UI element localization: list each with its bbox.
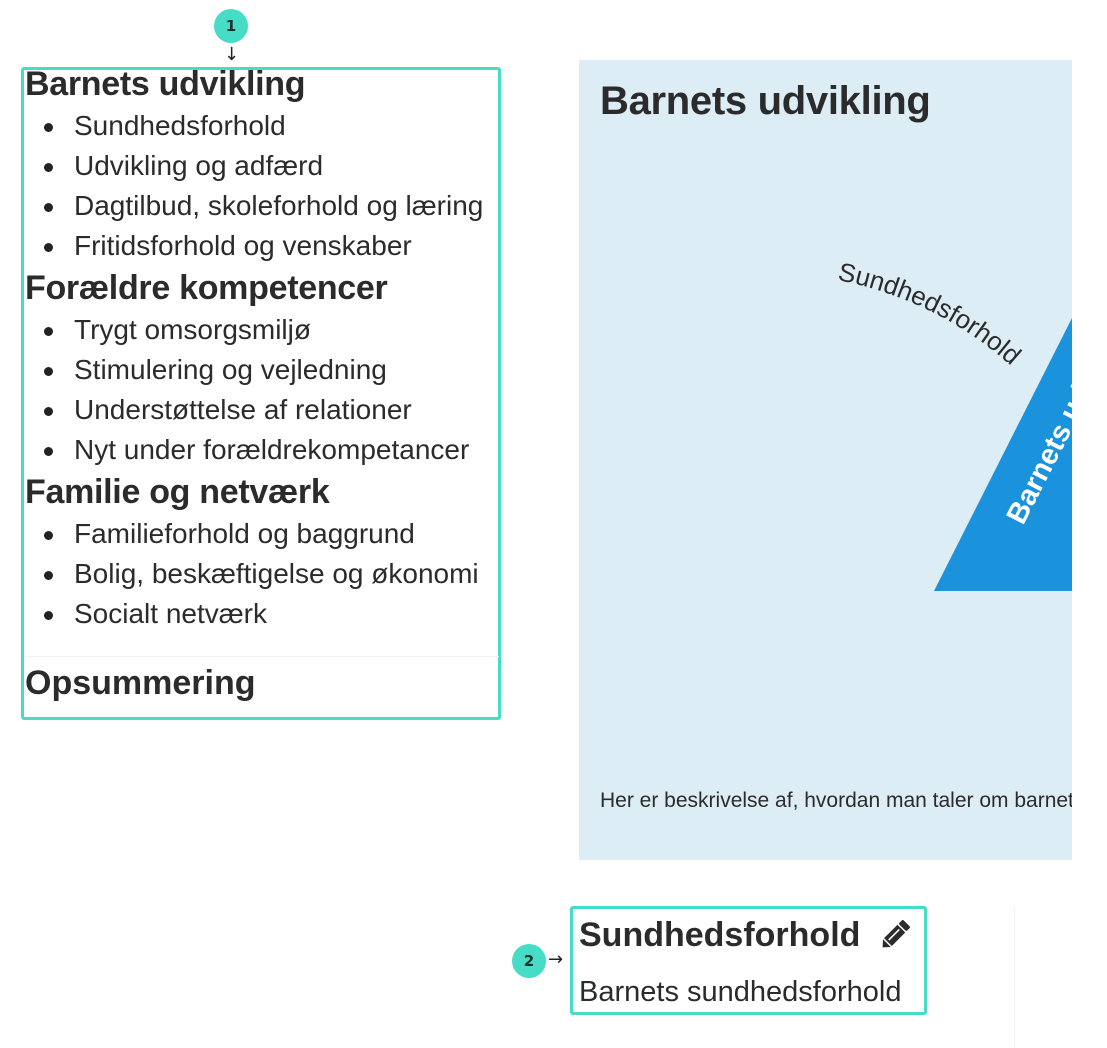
nav-summary-heading[interactable]: Opsummering: [25, 664, 256, 702]
diagram-triangle-segment[interactable]: [934, 318, 1072, 591]
nav-item[interactable]: Udvikling og adfærd: [25, 146, 497, 186]
nav-section-heading[interactable]: Forældre kompetencer: [25, 269, 388, 307]
diagram-panel: Barnets udvikling Sundhedsforhold Barnet…: [579, 60, 1072, 860]
callout-badge-2: 2: [512, 944, 546, 978]
nav-item[interactable]: Bolig, beskæftigelse og økonomi: [25, 554, 497, 594]
diagram-outer-label[interactable]: Sundhedsforhold: [836, 256, 1027, 370]
nav-item[interactable]: Sundhedsforhold: [25, 106, 497, 146]
nav-item[interactable]: Understøttelse af relationer: [25, 390, 497, 430]
nav-item[interactable]: Socialt netværk: [25, 594, 497, 634]
nav-item[interactable]: Dagtilbud, skoleforhold og læring: [25, 186, 497, 226]
nav-divider: [25, 656, 499, 657]
edit-button[interactable]: [875, 915, 915, 955]
detail-header: Sundhedsforhold: [579, 912, 919, 958]
nav-item[interactable]: Fritidsforhold og venskaber: [25, 226, 497, 266]
detail-title: Sundhedsforhold: [579, 916, 861, 954]
pencil-icon: [882, 920, 910, 948]
highlight-box-navigation: [21, 67, 501, 720]
nav-section-heading[interactable]: Familie og netværk: [25, 473, 330, 511]
callout-arrow-down: ↓: [224, 44, 240, 65]
nav-item[interactable]: Nyt under forældrekompetancer: [25, 430, 497, 470]
nav-item[interactable]: Familieforhold og baggrund: [25, 514, 497, 554]
nav-item[interactable]: Trygt omsorgsmiljø: [25, 310, 497, 350]
detail-text: Barnets sundhedsforhold: [579, 976, 902, 1008]
diagram-title: Barnets udvikling: [600, 79, 931, 123]
diagram-description: Her er beskrivelse af, hvordan man taler…: [600, 789, 1072, 812]
detail-card: Sundhedsforhold Barnets sundhedsforhold: [579, 912, 919, 1012]
callout-arrow-right: →: [548, 949, 564, 970]
nav-item[interactable]: Stimulering og vejledning: [25, 350, 497, 390]
callout-badge-1: 1: [214, 9, 248, 43]
highlight-box-detail: [570, 906, 927, 1015]
diagram-graphic: Sundhedsforhold Barnets udvikling: [836, 256, 1072, 591]
nav-section-heading[interactable]: Barnets udvikling: [25, 65, 306, 103]
page-edge-divider: [1014, 908, 1015, 1048]
